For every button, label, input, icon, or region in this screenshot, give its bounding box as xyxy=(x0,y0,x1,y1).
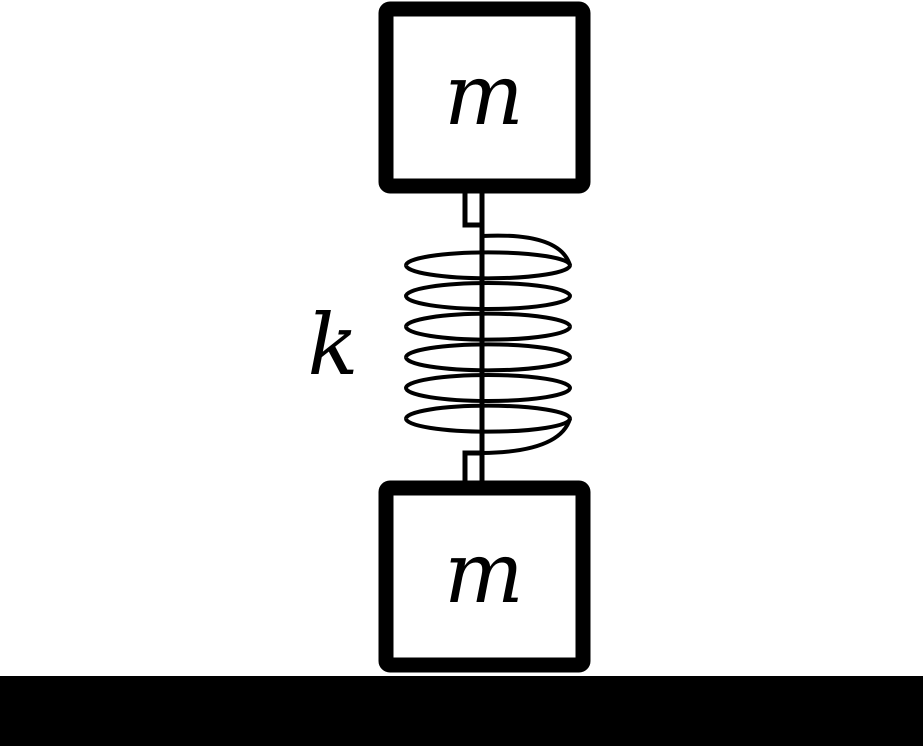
spring-coil-back xyxy=(404,281,572,297)
bottom-mass-block xyxy=(378,480,591,673)
spring-coils xyxy=(404,233,572,455)
spring-coil-back xyxy=(404,373,572,389)
spring-constant-label: k xyxy=(308,296,359,394)
spring-coil-front xyxy=(404,326,572,342)
top-mass-label: m xyxy=(444,46,524,144)
spring-coil-back xyxy=(404,250,572,266)
spring-coil-back xyxy=(404,342,572,358)
spring-coil-front xyxy=(404,264,572,281)
spring-bottom-connector xyxy=(462,440,485,483)
spring-top-connector xyxy=(462,193,485,236)
spring-top-lead xyxy=(481,233,572,267)
top-mass-block xyxy=(378,1,591,194)
spring-coil-front xyxy=(404,418,572,434)
ground-surface xyxy=(0,676,923,746)
spring-coil-front xyxy=(404,295,572,311)
spring-coil-front xyxy=(404,387,572,403)
spring-coil-back xyxy=(404,311,572,328)
spring-coil-front xyxy=(404,356,572,373)
spring-coil-back xyxy=(404,403,572,420)
bottom-mass-label: m xyxy=(444,524,524,622)
spring-bottom-lead xyxy=(481,417,572,455)
